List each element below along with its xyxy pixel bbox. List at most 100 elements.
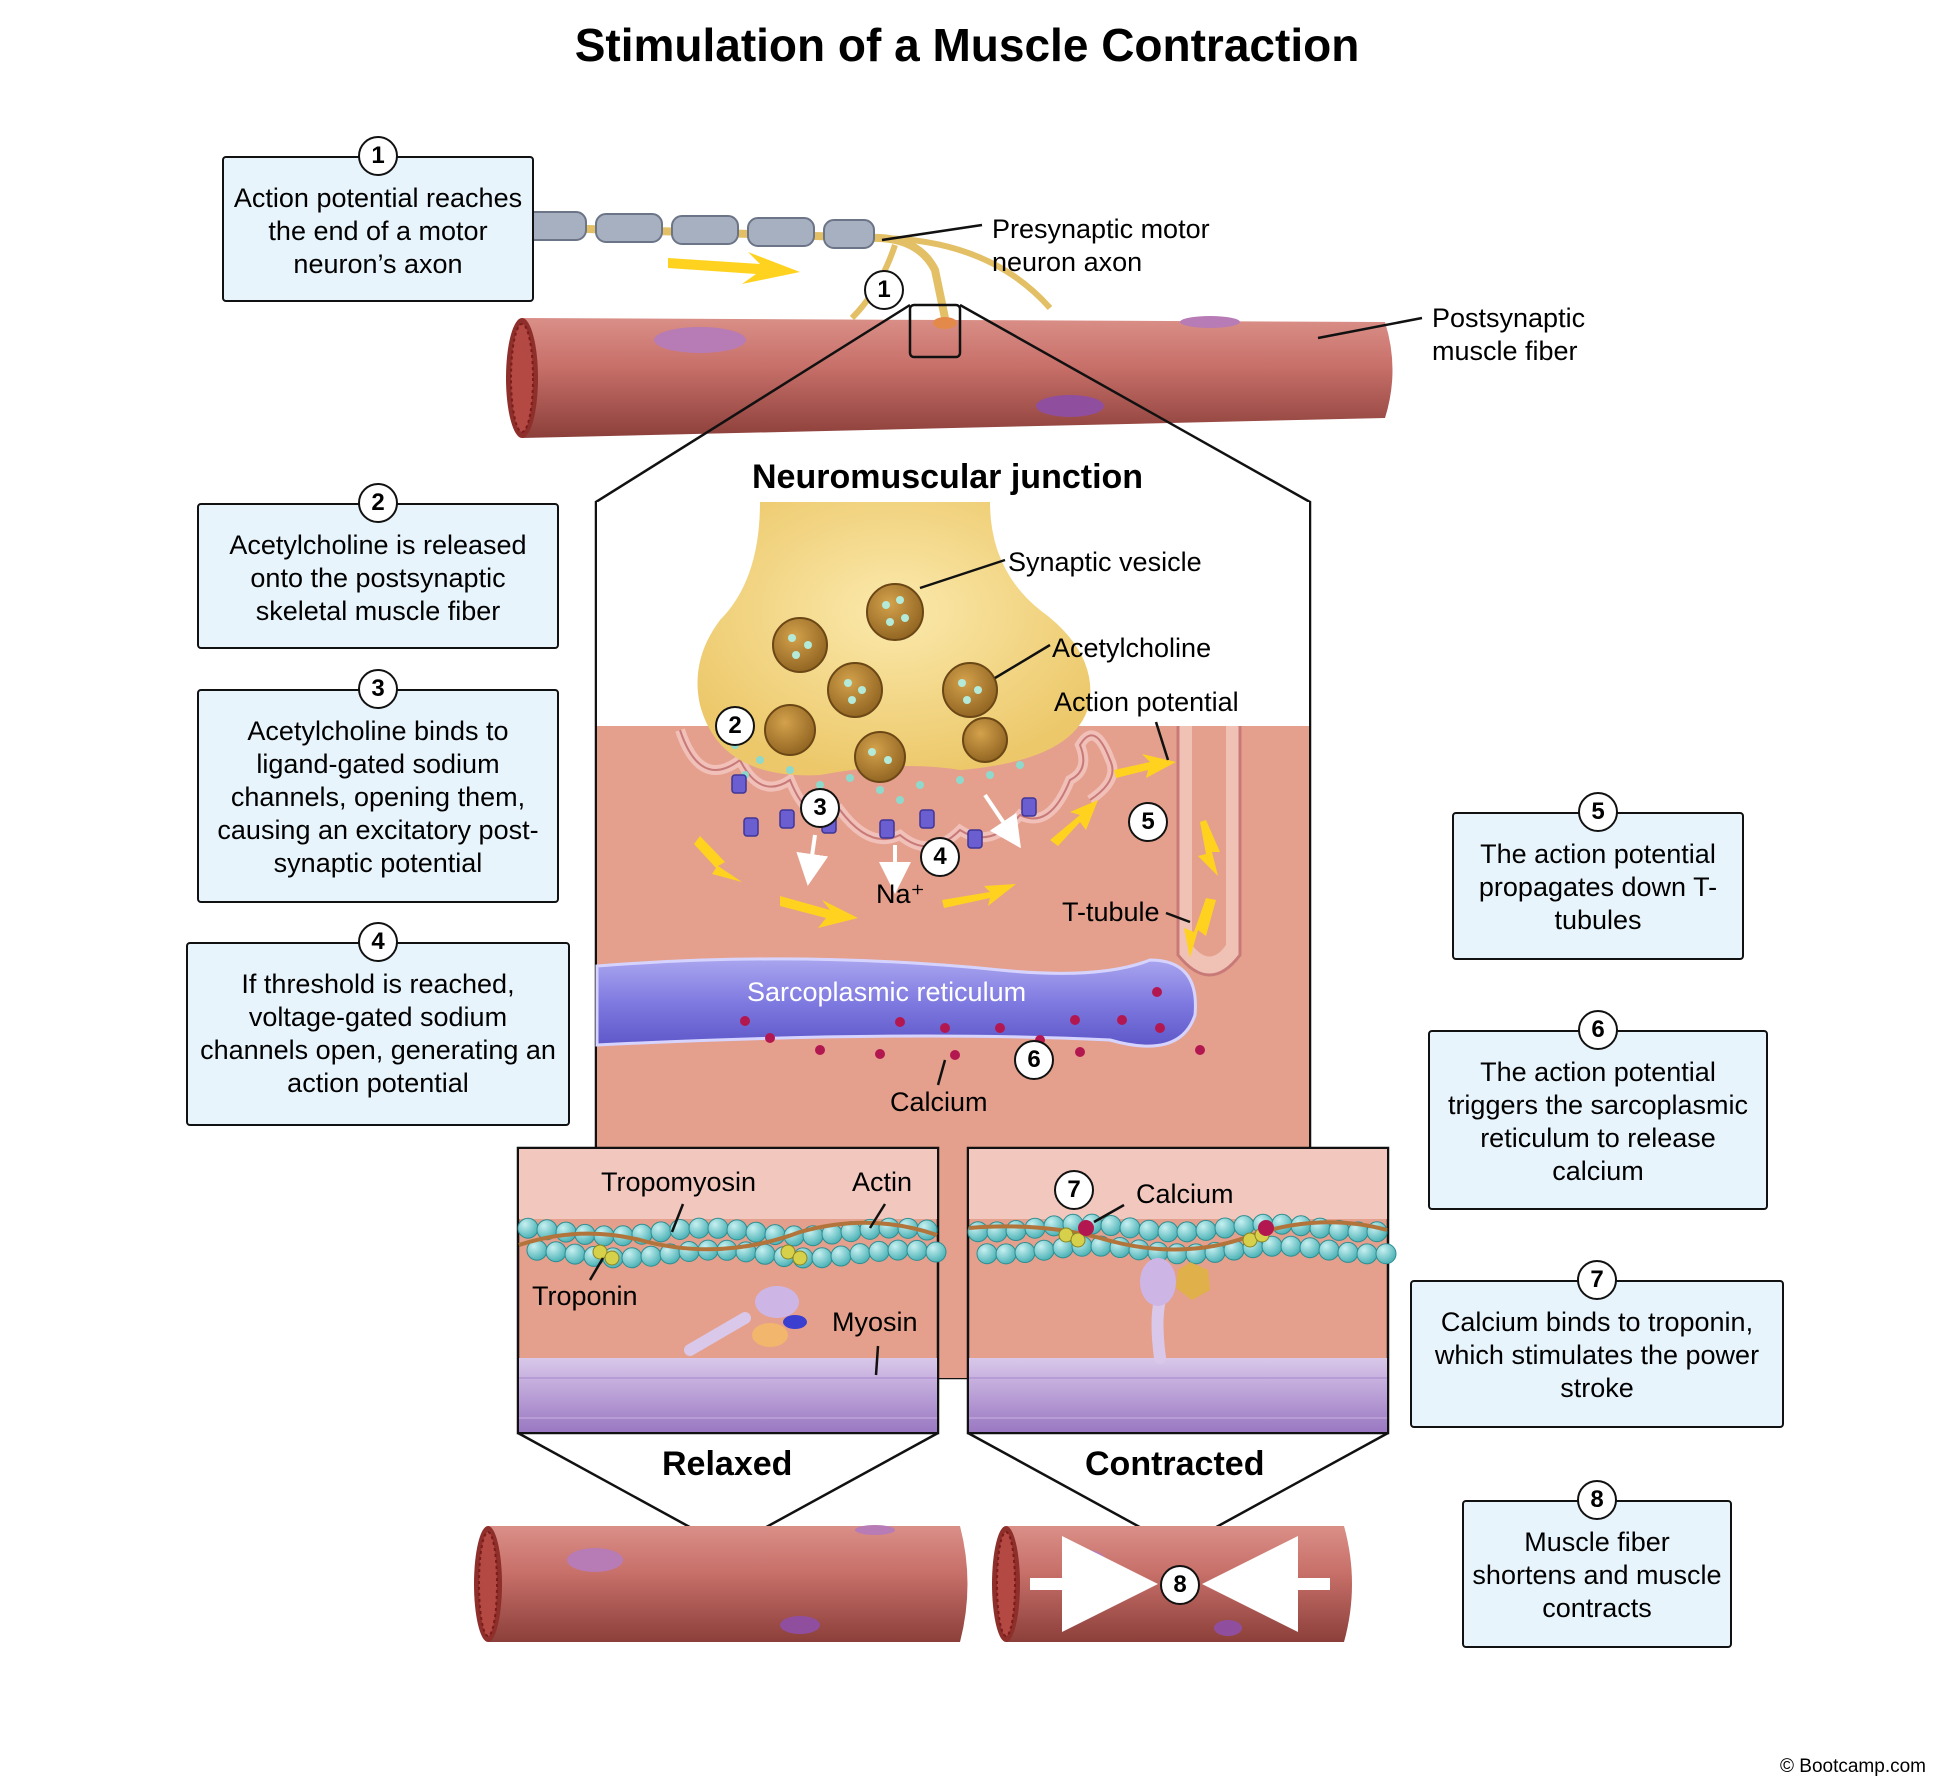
actin-bead (830, 1245, 852, 1267)
contracted-heading: Contracted (1085, 1445, 1265, 1483)
actin-bead (707, 1217, 729, 1239)
actin-bead (555, 1221, 577, 1243)
actin-bead (545, 1241, 567, 1263)
label-troponin: Troponin (532, 1281, 638, 1311)
label-myosin: Myosin (832, 1307, 918, 1337)
label-calcium: Calcium (890, 1087, 988, 1117)
actin-bead (967, 1221, 989, 1243)
actin-bead (1005, 1220, 1027, 1242)
actin-bead (650, 1221, 672, 1243)
actin-bead (745, 1221, 767, 1243)
relaxed-panel (516, 1146, 947, 1550)
actin-bead (640, 1245, 662, 1267)
step-box-5: 5 The action potential propagates down T… (1452, 792, 1744, 960)
calcium-ions (740, 987, 1205, 1060)
actin-bead (1375, 1243, 1397, 1265)
step-text-4: If threshold is reached, voltage-gated s… (200, 969, 556, 1098)
page-title: Stimulation of a Muscle Contraction (574, 19, 1360, 71)
marker-1: 1 (864, 270, 904, 310)
zoom-indicator (908, 303, 962, 359)
actin-bead (1280, 1235, 1302, 1257)
actin-bead (878, 1217, 900, 1239)
actin-bead (1119, 1217, 1141, 1239)
actin-bead (1299, 1237, 1321, 1259)
step-text-3: Acetylcholine binds to ligand-gated sodi… (217, 716, 539, 878)
action-potential-arrows (694, 754, 1220, 958)
step-text-6: The action potential triggers the sarcop… (1447, 1057, 1749, 1186)
label-calcium-contracted: Calcium (1136, 1179, 1234, 1209)
actin-bead (1176, 1221, 1198, 1243)
label-sodium: Na⁺ (876, 879, 925, 909)
label-action-potential: Action potential (1054, 687, 1239, 717)
actin-bead (887, 1239, 909, 1261)
actin-bead (517, 1217, 539, 1239)
marker-8: 8 (1160, 1565, 1200, 1605)
marker-6: 6 (1014, 1040, 1054, 1080)
actin-bead (688, 1217, 710, 1239)
actin-bead (925, 1241, 947, 1263)
copyright: © Bootcamp.com (1780, 1756, 1926, 1777)
filament-leaders (588, 1203, 887, 1376)
step-box-8: 8 Muscle fiber shortens and muscle contr… (1462, 1480, 1732, 1648)
actin-bead (1157, 1221, 1179, 1243)
actin-bead (1356, 1243, 1378, 1265)
label-actin: Actin (852, 1167, 913, 1197)
actin-bead (1100, 1215, 1122, 1237)
actin-bead (564, 1243, 586, 1265)
marker-2: 2 (715, 706, 755, 746)
marker-3: 3 (800, 788, 840, 828)
action-potential-arrow-top (668, 252, 800, 284)
label-tropomyosin: Tropomyosin (601, 1167, 757, 1197)
relaxed-fiber (474, 1525, 968, 1642)
step-badge-6: 6 (1578, 1010, 1618, 1050)
step-badge-7: 7 (1577, 1260, 1617, 1300)
actin-bead (678, 1240, 700, 1262)
step-badge-3: 3 (358, 669, 398, 709)
label-t-tubule: T-tubule (1062, 897, 1160, 927)
step-badge-5: 5 (1578, 792, 1618, 832)
label-presynaptic: Presynaptic motor neuron axon (992, 214, 1210, 277)
step-box-1: 1 Action potential reaches the end of a … (222, 136, 534, 302)
step-badge-4: 4 (358, 922, 398, 962)
step-box-2: 2 Acetylcholine is released onto the pos… (197, 483, 559, 649)
step-box-4: 4 If threshold is reached, voltage-gated… (186, 922, 570, 1126)
actin-bead (1195, 1219, 1217, 1241)
step-badge-8: 8 (1577, 1480, 1617, 1520)
step-badge-1: 1 (358, 136, 398, 176)
leader-presynaptic (881, 223, 983, 242)
actin-bead (1337, 1241, 1359, 1263)
nmj-leaders (919, 558, 1191, 1086)
axon-terminal (697, 502, 1091, 894)
actin-bead (1138, 1219, 1160, 1241)
actin-bead (1166, 1243, 1188, 1265)
contracted-panel (966, 1146, 1397, 1550)
label-sarcoplasmic-reticulum: Sarcoplasmic reticulum (747, 977, 1027, 1007)
actin-bead (1128, 1239, 1150, 1261)
actin-bead (976, 1243, 998, 1265)
step-text-2: Acetylcholine is released onto the posts… (229, 530, 527, 626)
actin-bead (811, 1247, 833, 1269)
label-postsynaptic: Postsynaptic muscle fiber (1432, 303, 1586, 366)
actin-bead (1014, 1242, 1036, 1264)
step-badge-2: 2 (358, 483, 398, 523)
actin-bead (754, 1243, 776, 1265)
leader-postsynaptic (1317, 316, 1423, 340)
step-text-1: Action potential reaches the end of a mo… (233, 183, 523, 279)
label-synaptic-vesicle: Synaptic vesicle (1008, 547, 1202, 577)
nmj-heading: Neuromuscular junction (752, 458, 1144, 496)
step-box-7: 7 Calcium binds to troponin, which stimu… (1410, 1260, 1784, 1428)
label-acetylcholine: Acetylcholine (1052, 633, 1212, 663)
actin-bead (849, 1243, 871, 1265)
actin-bead (726, 1219, 748, 1241)
actin-bead (868, 1240, 890, 1262)
marker-7: 7 (1054, 1170, 1094, 1210)
step-text-8: Muscle fiber shortens and muscle contrac… (1472, 1527, 1722, 1623)
actin-bead (621, 1247, 643, 1269)
actin-bead (1033, 1239, 1055, 1261)
marker-5: 5 (1128, 802, 1168, 842)
actin-bead (995, 1243, 1017, 1265)
step-text-5: The action potential propagates down T-t… (1478, 839, 1718, 935)
actin-bead (906, 1239, 928, 1261)
marker-4: 4 (920, 837, 960, 877)
